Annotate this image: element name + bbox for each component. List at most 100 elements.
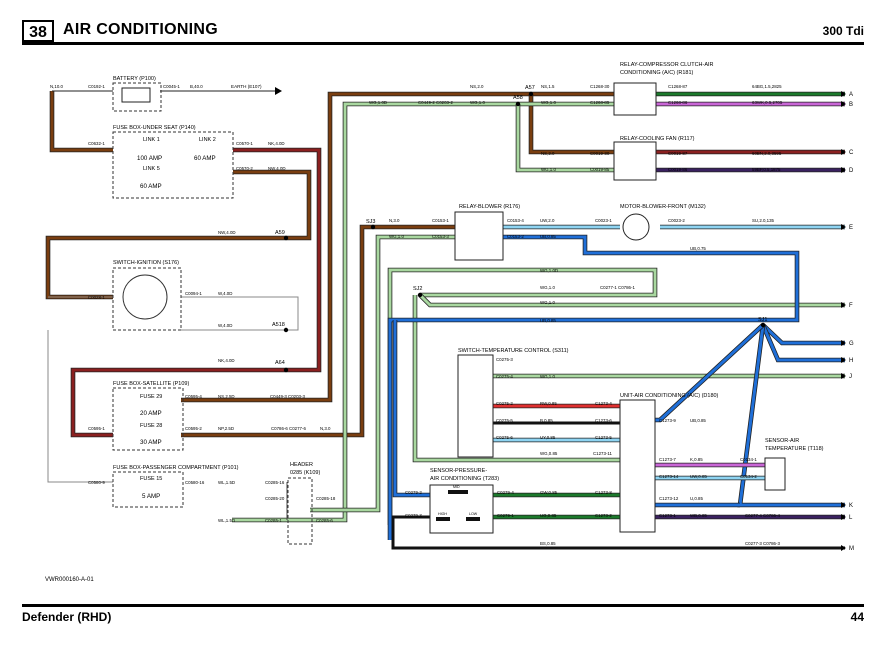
relay-blower-box: [454, 211, 504, 261]
terminal-arrow-c: [841, 149, 846, 155]
wire-label-wg10g: WG,1.0: [540, 300, 555, 305]
wire-label-w59bp: 59BP,0.5,1875: [752, 167, 781, 172]
splice-sj3-label: SJ3: [366, 219, 375, 225]
wire-label-c0019-86: C0019-86: [668, 167, 688, 172]
terminal-label-b: B: [849, 102, 853, 108]
wire-label-c1273-12: C1273-12: [659, 496, 679, 501]
splice-a64: [283, 367, 289, 373]
fuse-under-seat-label: FUSE BOX-UNDER SEAT (P140): [113, 125, 196, 131]
wire-link2-right: [71, 148, 321, 437]
wire-label-ub075: UB,0.75: [690, 246, 706, 251]
model-label: 300 Tdi: [822, 24, 864, 38]
terminal-label-h: H: [849, 358, 853, 364]
switch-temp-label: SWITCH-TEMPERATURE CONTROL (S311): [458, 348, 569, 354]
wire-label-c0134-1: C0134-1: [740, 457, 757, 462]
terminal-arrow-h: [841, 357, 846, 363]
terminal-arrow-e: [841, 224, 846, 230]
wire-label-c0045: C0045-1: [163, 84, 180, 89]
wire-label-c1273-4: C1273-4: [595, 401, 612, 406]
fuse-box-satellite: [112, 387, 184, 451]
link2-label: LINK 2: [199, 137, 216, 143]
wire-label-c0580-16: C0580-16: [185, 480, 205, 485]
wire-label-uw20: UW,2.0: [540, 218, 555, 223]
terminal-arrow-d: [841, 167, 846, 173]
wire-label-c0285-1: C0285-1: [265, 518, 282, 523]
splice-a59: [283, 235, 289, 241]
wire-label-nw40b: NW,4.0D: [218, 230, 236, 235]
wire-wg-top-outline: [232, 101, 614, 523]
wire-label-c0279-3: C0279-3: [405, 513, 422, 518]
wire-label-c0580-9: C0580-9: [88, 480, 105, 485]
relay-compressor-label-1: RELAY-COMPRESSOR CLUTCH-AIR: [620, 62, 714, 68]
relay-cooling-label: RELAY-COOLING FAN (R117): [620, 136, 695, 142]
wire-pass-left: [47, 330, 113, 483]
splice-a57: [528, 91, 534, 97]
wire-label-c1273-1: C1273-1: [659, 513, 676, 518]
battery-symbol: [121, 87, 151, 103]
wire-label-wg10b: WG,1.0: [541, 100, 556, 105]
wire-wg-a58: [516, 104, 614, 172]
wire-label-n100: N,10.0: [50, 84, 63, 89]
wire-label-c0192: C0192-1: [88, 84, 105, 89]
wire-label-nw40: NW,4.0D: [268, 166, 286, 171]
wire-label-w63wk: 63WK,0.5,2705: [752, 100, 783, 105]
fuse29-label: FUSE 29: [140, 394, 162, 400]
link5-label: LINK 5: [143, 166, 160, 172]
terminal-label-f: F: [849, 303, 853, 309]
wire-label-uw085: UW,0.85: [690, 474, 707, 479]
wire-fuse28: [181, 225, 455, 437]
splice-sj1-label: SJ1: [758, 317, 767, 323]
wire-press-c0279-2-outline: [392, 320, 430, 498]
wire-blower-ub: [388, 235, 799, 540]
bottom-rule: [22, 604, 864, 607]
fuse15-label: FUSE 15: [140, 476, 162, 482]
wire-label-wl15: WL,1.5D: [218, 480, 235, 485]
terminal-label-l: L: [849, 515, 853, 521]
wire-sj1-h: [761, 324, 845, 362]
relay-cooling-box: [613, 141, 657, 181]
wire-label-c0595-4: C0595-4: [185, 394, 202, 399]
terminal-label-k: K: [849, 503, 853, 509]
wire-label-c0449-2: C0449-2 C0203-2: [418, 100, 453, 105]
header-0285-box: [287, 477, 313, 545]
wire-label-c1273-14: C1273-14: [659, 474, 679, 479]
terminal-label-e: E: [849, 225, 853, 231]
relay-blower-label: RELAY-BLOWER (R176): [459, 204, 520, 210]
wire-label-c0094: C0094-1: [185, 291, 202, 296]
wire-label-c1268-30: C1268-30: [590, 84, 610, 89]
wire-label-wl15b: WL,1.5D: [218, 518, 235, 523]
unit-ac-label: UNIT-AIR CONDITIONING (A/C) (D180): [620, 393, 719, 399]
wire-label-c0279-1: C0279-1: [497, 513, 514, 518]
wire-label-n30b: N,3.0: [389, 218, 400, 223]
wire-label-c0632: C0632-1: [88, 141, 105, 146]
wire-label-nk40b: NK,4.0D: [218, 358, 235, 363]
wire-label-wg10e: WG,1.0: [389, 234, 404, 239]
wire-label-ug085: UG,0.85: [540, 513, 557, 518]
sensor-mid-contact: [448, 490, 468, 494]
wire-label-wg10h: WG,1.0: [540, 374, 555, 379]
wire-label-c0595-1: C0595-1: [88, 426, 105, 431]
terminal-arrow-k: [841, 502, 846, 508]
wire-label-bs085: BS,0.85: [540, 541, 556, 546]
fuse28-amp: 30 AMP: [140, 439, 162, 446]
wire-bs: [391, 515, 845, 550]
wire-label-ns25: NS,2.5D: [218, 394, 235, 399]
wire-label-w64bg: 64BG,1.5,2825: [752, 84, 782, 89]
wire-label-c0285-6: C0285-6: [316, 518, 333, 523]
wire-label-wg10f: WG,1.0: [540, 285, 555, 290]
terminal-label-a: A: [849, 92, 853, 98]
splice-sj2: [417, 292, 423, 298]
unit-ac-box: [619, 399, 656, 533]
wire-label-c1273-7: C1273-7: [659, 457, 676, 462]
wire-label-ns15: NS,1.5: [541, 84, 555, 89]
wire-label-c0279-4: C0279-4: [497, 490, 514, 495]
wire-label-wg10d2: WG,1.0D: [540, 268, 558, 273]
earth-arrow: [275, 87, 282, 95]
wire-label-wb085: WB,0.85: [690, 513, 707, 518]
wire-label-c1273-9: C1273-9: [659, 418, 676, 423]
terminal-arrow-g: [841, 340, 846, 346]
page-title: AIR CONDITIONING: [63, 21, 219, 38]
wire-label-c0019-87: C0019-87: [668, 151, 688, 156]
link5-amp: 60 AMP: [140, 183, 162, 190]
